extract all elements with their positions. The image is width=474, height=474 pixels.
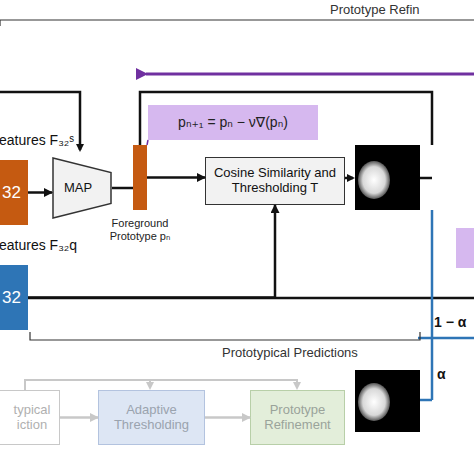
weight-label: α xyxy=(437,366,446,382)
wire xyxy=(25,380,297,390)
section-title: Prototypical Predictions xyxy=(222,345,358,360)
prototype-bar: Foreground Prototype pₙ xyxy=(133,145,147,210)
node-text: pₙ₊₁ = pₙ − ν∇(pₙ) xyxy=(178,114,288,130)
connector xyxy=(28,205,275,298)
node-text: Adaptive Thresholding xyxy=(99,403,204,433)
wire xyxy=(149,380,151,388)
node-text: eatures F₃₂ˢ xyxy=(0,132,74,148)
feature-block: eatures F₃₂ˢ32 xyxy=(0,160,28,225)
formula-box: pₙ₊₁ = pₙ − ν∇(pₙ) xyxy=(148,105,318,140)
process-box: Adaptive Thresholding xyxy=(98,390,205,445)
node-text: 32 xyxy=(2,288,21,308)
feature-block: eatures F₃₂q32 xyxy=(0,265,28,330)
node-text: typical iction xyxy=(0,403,57,433)
wire xyxy=(418,337,474,340)
wire xyxy=(431,210,434,400)
bracket xyxy=(0,20,474,26)
node-text: Cosine Similarity and Thresholding T xyxy=(206,166,344,196)
connector xyxy=(147,140,148,145)
node-text: Foreground Prototype pₙ xyxy=(95,217,185,242)
mask-blob xyxy=(358,161,390,199)
section-title: Prototype Refin xyxy=(330,2,420,17)
connector xyxy=(28,191,52,194)
mask-blob xyxy=(358,383,390,421)
wire xyxy=(345,177,353,180)
node-text: MAP xyxy=(64,181,92,196)
bracket xyxy=(30,332,420,340)
process-box: Cosine Similarity and Thresholding T xyxy=(205,157,345,205)
mask-image xyxy=(355,145,420,210)
node-text: 32 xyxy=(2,183,21,203)
connector xyxy=(205,416,250,419)
wire xyxy=(28,297,474,300)
node-text: eatures F₃₂q xyxy=(0,237,77,253)
process-box: Prototype Refinement xyxy=(250,390,345,445)
feedback-arrow xyxy=(146,73,474,76)
connector xyxy=(112,187,133,190)
node-text: Prototype Refinement xyxy=(251,403,344,433)
wire xyxy=(420,177,432,180)
connector xyxy=(147,176,205,179)
wire xyxy=(420,399,432,402)
mask-image xyxy=(355,370,420,432)
wire xyxy=(140,92,432,145)
partial-box xyxy=(456,228,474,268)
connector xyxy=(60,416,98,419)
process-box: typical iction xyxy=(0,390,60,445)
wire xyxy=(0,92,80,150)
map-block: MAP xyxy=(52,157,112,219)
weight-label: 1 − α xyxy=(434,314,466,330)
